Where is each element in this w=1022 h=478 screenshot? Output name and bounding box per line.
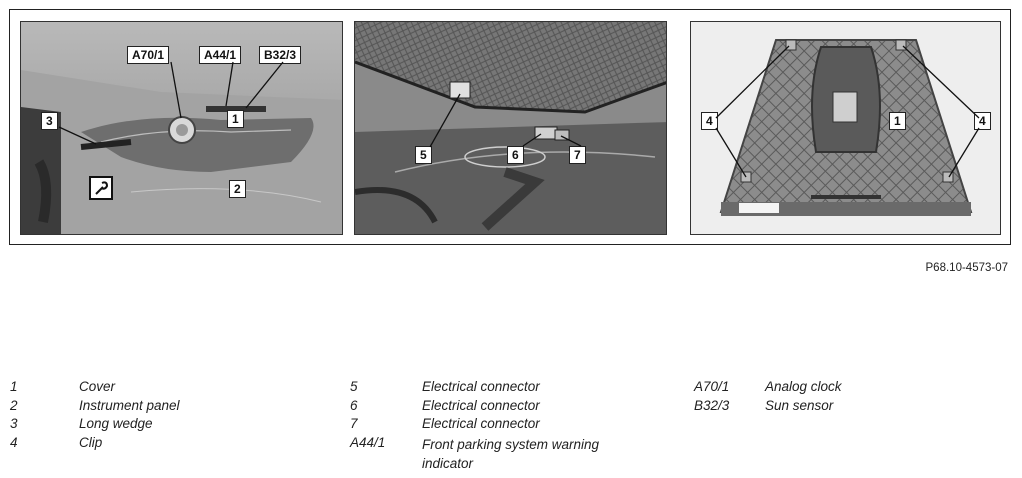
legend-item: B32/3 Sun sensor (694, 398, 994, 417)
callout-2: 2 (229, 180, 246, 198)
photo-connectors-art (355, 22, 666, 234)
legend-item: A70/1 Analog clock (694, 379, 994, 398)
callout-5: 5 (415, 146, 432, 164)
legend-label: Electrical connector (422, 379, 540, 394)
legend-label: Clip (79, 434, 103, 450)
legend-label: Sun sensor (765, 397, 834, 413)
callout-a70-1: A70/1 (127, 46, 170, 64)
photo-instrument-panel: A70/1 A44/1 B32/3 1 3 2 (20, 21, 343, 235)
legend-item: 1 Cover (10, 379, 310, 398)
callout-1: 1 (227, 110, 244, 128)
callout-1-cover: 1 (889, 112, 906, 130)
legend-key: 4 (10, 434, 18, 450)
legend-key: 3 (10, 416, 18, 431)
legend-key: 5 (350, 379, 358, 394)
legend-item: 7 Electrical connector (350, 416, 650, 435)
legend-key: 2 (10, 397, 18, 413)
legend-key: 7 (350, 416, 358, 431)
panel2-leaders (429, 93, 582, 148)
legend-label: Front parking system warning indicator (422, 436, 600, 471)
callout-b32-3: B32/3 (259, 46, 302, 64)
panel3-leaders (715, 45, 980, 178)
legend-item: 4 Clip (10, 435, 310, 454)
callout-6: 6 (507, 146, 524, 164)
legend-label: Analog clock (765, 379, 842, 394)
figure-reference: P68.10-4573-07 (925, 262, 1008, 274)
special-tool-icon-glyph (95, 181, 109, 195)
legend-label: Long wedge (79, 416, 153, 431)
callout-4-left: 4 (701, 112, 718, 130)
callout-a44-1: A44/1 (199, 46, 242, 64)
legend-column-1: 1 Cover 2 Instrument panel 3 Long wedge 4 Cl… (10, 379, 310, 453)
legend-item: 6 Electrical connector (350, 398, 650, 417)
legend-label: Instrument panel (79, 397, 180, 413)
photo-cover-clips: 4 1 4 (690, 21, 1001, 235)
photo-cover-clips-art (691, 22, 1000, 234)
legend-item: 2 Instrument panel (10, 398, 310, 417)
photo-connectors: 5 6 7 (354, 21, 667, 235)
legend-item: A44/1 Front parking system warning indica… (350, 435, 650, 473)
legend-label: Cover (79, 379, 116, 394)
legend-key: B32/3 (694, 397, 730, 413)
figure-frame: A70/1 A44/1 B32/3 1 3 2 (9, 9, 1011, 245)
legend-column-3: A70/1 Analog clock B32/3 Sun sensor (694, 379, 994, 416)
special-tool-icon (89, 176, 113, 200)
legend-item: 3 Long wedge (10, 416, 310, 435)
legend-key: 6 (350, 397, 358, 413)
panel1-leaders (58, 61, 284, 145)
legend-label: Electrical connector (422, 416, 540, 431)
legend-key: A44/1 (350, 434, 386, 450)
callout-3: 3 (41, 112, 58, 130)
legend-item: 5 Electrical connector (350, 379, 650, 398)
legend-key: 1 (10, 379, 18, 394)
legend-key: A70/1 (694, 379, 730, 394)
legend-label: Electrical connector (422, 397, 540, 413)
callout-7: 7 (569, 146, 586, 164)
